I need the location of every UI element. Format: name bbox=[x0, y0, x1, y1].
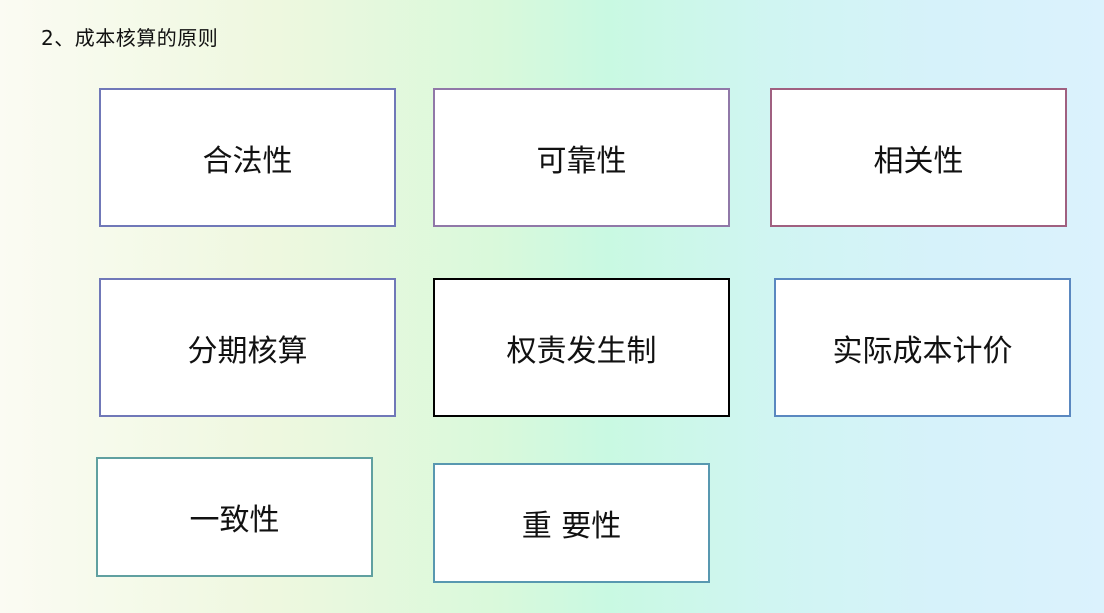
principle-box-legality: 合法性 bbox=[99, 88, 396, 227]
principle-label: 权责发生制 bbox=[506, 333, 657, 369]
principle-box-actual-cost-pricing: 实际成本计价 bbox=[774, 278, 1071, 417]
principle-box-accrual-basis: 权责发生制 bbox=[433, 278, 730, 417]
principle-label: 合法性 bbox=[202, 143, 293, 179]
principle-label: 可靠性 bbox=[536, 143, 627, 179]
principle-box-reliability: 可靠性 bbox=[433, 88, 730, 227]
principle-label: 相关性 bbox=[873, 143, 964, 179]
principle-box-materiality: 重 要性 bbox=[433, 463, 710, 583]
page-title: 2、成本核算的原则 bbox=[41, 26, 219, 50]
principle-box-consistency: 一致性 bbox=[96, 457, 373, 577]
principle-label: 分期核算 bbox=[187, 333, 308, 369]
principle-label: 重 要性 bbox=[521, 509, 622, 544]
principle-box-relevance: 相关性 bbox=[770, 88, 1067, 227]
principle-box-periodic-accounting: 分期核算 bbox=[99, 278, 396, 417]
principle-label: 一致性 bbox=[189, 503, 280, 538]
principle-label: 实际成本计价 bbox=[832, 333, 1013, 369]
